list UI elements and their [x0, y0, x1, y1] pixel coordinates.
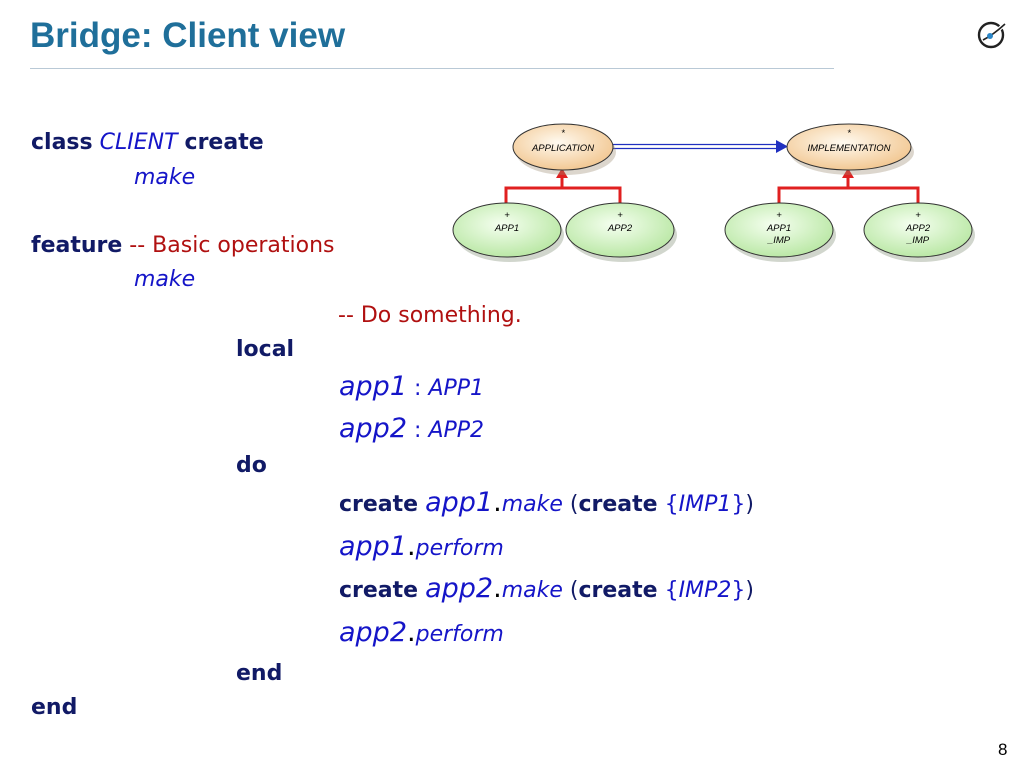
- type-imp1: IMP1: [678, 492, 732, 517]
- code-line-local-app2: app2 : APP2: [339, 415, 484, 442]
- class-name-line1: APP1: [766, 223, 791, 234]
- feature-perform: perform: [415, 536, 504, 561]
- class-name-client: CLIENT: [99, 130, 178, 155]
- open-brace: {: [664, 578, 679, 603]
- close-brace: }: [731, 492, 746, 517]
- inheritance-arrowhead: [556, 168, 568, 178]
- colon: :: [414, 376, 422, 401]
- keyword-do: do: [236, 453, 267, 478]
- code-line-local: local: [236, 339, 294, 361]
- code-line-app2-perform: app2.perform: [339, 619, 504, 646]
- comment-basic-operations: -- Basic operations: [129, 233, 335, 258]
- keyword-end: end: [236, 661, 283, 686]
- effective-marker: +: [504, 210, 510, 221]
- keyword-create: create: [578, 492, 658, 517]
- class-node-app1-imp: + APP1 _IMP: [724, 202, 836, 262]
- keyword-create: create: [184, 130, 264, 155]
- feature-make: make: [501, 492, 563, 517]
- type-imp2: IMP2: [678, 578, 732, 603]
- title-divider: [30, 68, 834, 69]
- deferred-marker: *: [561, 128, 565, 139]
- code-line-class-declaration: class CLIENT create: [31, 132, 264, 154]
- keyword-class: class: [31, 130, 93, 155]
- code-line-header-comment: -- Do something.: [338, 305, 522, 327]
- feature-make: make: [501, 578, 563, 603]
- routine-name-make: make: [134, 267, 196, 292]
- code-line-creation-procedure: make: [134, 167, 195, 189]
- dot: .: [407, 617, 416, 648]
- target-app2: app2: [339, 617, 408, 648]
- close-brace: }: [731, 578, 746, 603]
- deferred-marker: *: [847, 128, 851, 139]
- open-paren: (: [569, 492, 579, 517]
- target-app2: app2: [425, 573, 494, 604]
- target-app1: app1: [339, 531, 408, 562]
- close-paren: ): [745, 492, 754, 517]
- class-name-line2: _IMP: [906, 235, 930, 246]
- code-line-local-app1: app1 : APP1: [339, 373, 484, 400]
- keyword-create: create: [578, 578, 658, 603]
- client-relation-arrow: [612, 140, 788, 153]
- class-name-line2: _IMP: [767, 235, 791, 246]
- class-name: APP2: [607, 223, 633, 234]
- slide-title: Bridge: Client view: [30, 16, 346, 55]
- eiffel-logo-icon: [977, 21, 1008, 49]
- class-name: APP1: [494, 223, 519, 234]
- effective-marker: +: [915, 210, 921, 221]
- code-line-feature-clause: feature -- Basic operations: [31, 235, 335, 257]
- creation-procedure-make: make: [134, 165, 196, 190]
- code-line-make-routine: make: [134, 269, 195, 291]
- code-line-end-class: end: [31, 697, 77, 719]
- type-app2: APP2: [428, 418, 485, 443]
- variable-app2: app2: [339, 413, 408, 444]
- comment-do-something: -- Do something.: [338, 303, 522, 328]
- code-line-app1-perform: app1.perform: [339, 533, 504, 560]
- bridge-class-diagram: * APPLICATION * IMPLEMENTATION + APP1 + …: [452, 123, 975, 262]
- inheritance-arrowhead: [842, 168, 854, 178]
- class-node-application: * APPLICATION: [512, 123, 616, 175]
- keyword-local: local: [236, 337, 295, 362]
- class-name: IMPLEMENTATION: [807, 143, 890, 154]
- keyword-create: create: [339, 492, 419, 517]
- class-name-line1: APP2: [905, 223, 931, 234]
- feature-perform: perform: [415, 622, 504, 647]
- code-line-create-app2: create app2.make (create {IMP2}): [339, 575, 754, 602]
- keyword-create: create: [339, 578, 419, 603]
- dot: .: [407, 531, 416, 562]
- close-paren: ): [745, 578, 754, 603]
- colon: :: [414, 418, 422, 443]
- class-name: APPLICATION: [531, 143, 594, 154]
- code-line-do: do: [236, 455, 267, 477]
- dot: .: [493, 487, 502, 518]
- class-node-app1: + APP1: [452, 202, 564, 262]
- inheritance-arrow-application: [504, 175, 622, 208]
- inheritance-arrow-implementation: [777, 175, 920, 208]
- code-line-create-app1: create app1.make (create {IMP1}): [339, 489, 754, 516]
- dot: .: [493, 573, 502, 604]
- effective-marker: +: [776, 210, 782, 221]
- class-node-app2-imp: + APP2 _IMP: [863, 202, 975, 262]
- code-line-end-routine: end: [236, 663, 282, 685]
- class-node-app2: + APP2: [565, 202, 677, 262]
- open-brace: {: [664, 492, 679, 517]
- target-app1: app1: [425, 487, 494, 518]
- variable-app1: app1: [339, 371, 408, 402]
- effective-marker: +: [617, 210, 623, 221]
- open-paren: (: [569, 578, 579, 603]
- keyword-end: end: [31, 695, 78, 720]
- page-number: 8: [998, 740, 1008, 759]
- type-app1: APP1: [428, 376, 485, 401]
- class-node-implementation: * IMPLEMENTATION: [786, 123, 914, 175]
- keyword-feature: feature: [31, 233, 123, 258]
